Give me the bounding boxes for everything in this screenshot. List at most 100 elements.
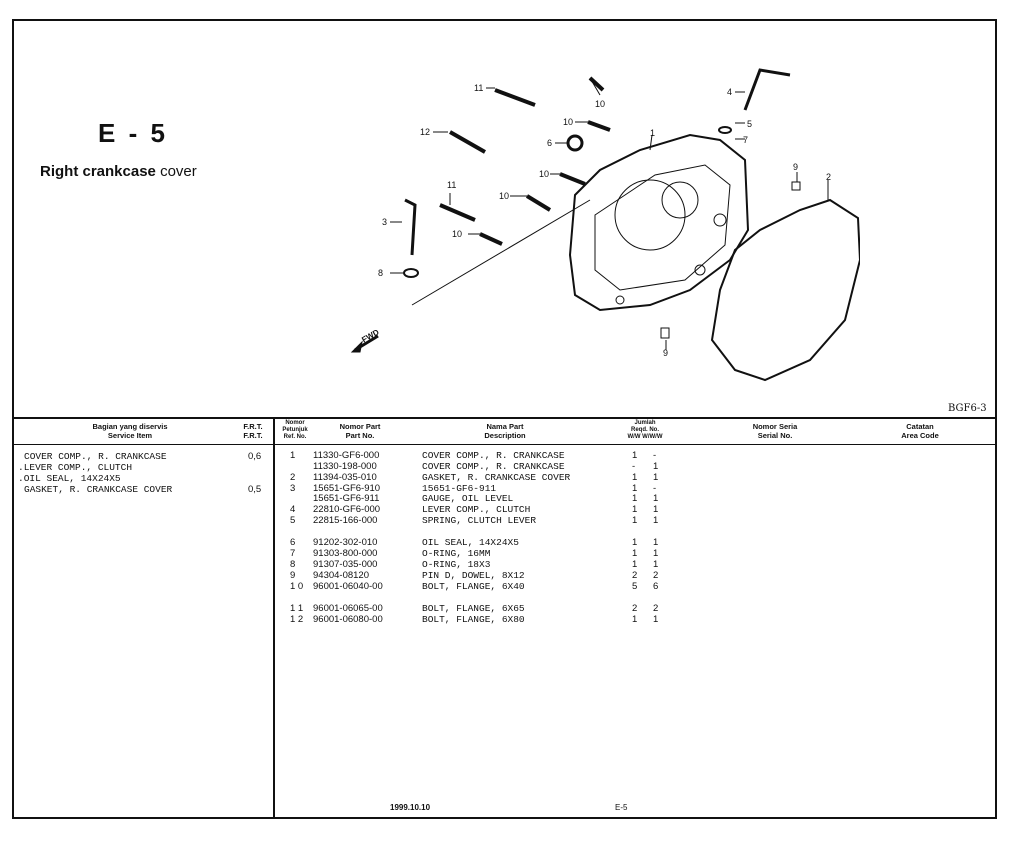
section-title-bold: Right crankcase [40, 163, 156, 180]
part-description: BOLT, FLANGE, 6X40 [422, 581, 525, 592]
service-item: GASKET, R. CRANKCASE COVER [24, 484, 173, 495]
part-ref: 1 [290, 450, 296, 461]
qty-b: 1 [653, 515, 659, 526]
part-number: 22815-166-000 [313, 515, 378, 526]
part-description: GAUGE, OIL LEVEL [422, 493, 514, 504]
callout: 9 [663, 348, 668, 358]
qty-a: 1 [632, 472, 638, 483]
callout: 8 [378, 268, 383, 278]
service-item: .LEVER COMP., CLUTCH [18, 462, 133, 473]
qty-b: 2 [653, 603, 659, 614]
part-ref: 2 [290, 472, 296, 483]
qty-b: 2 [653, 570, 659, 581]
qty-b: 1 [653, 548, 659, 559]
qty-b: 1 [653, 614, 659, 625]
section-title-rest: cover [160, 163, 197, 180]
part-number: 96001-06080-00 [313, 614, 383, 625]
part-number: 22810-GF6-000 [313, 504, 381, 515]
footer-page: E-5 [615, 803, 628, 812]
crankcase-cover-outline [568, 133, 750, 312]
gasket-outline [710, 198, 860, 382]
callout: 9 [793, 162, 798, 172]
callout: 2 [826, 172, 831, 182]
callout: 10 [539, 169, 549, 179]
part-description: SPRING, CLUTCH LEVER [422, 515, 537, 526]
part-description: O-RING, 16MM [422, 548, 491, 559]
qty-a: 1 [632, 559, 638, 570]
qty-a: 5 [632, 581, 638, 592]
callout: 10 [499, 191, 509, 201]
callout: 3 [382, 217, 387, 227]
part-description: LEVER COMP., CLUTCH [422, 504, 531, 515]
part-number: 94304-08120 [313, 570, 369, 581]
callout: 11 [474, 83, 483, 93]
qty-a: 1 [632, 515, 638, 526]
footer-date: 1999.10.10 [390, 803, 431, 812]
qty-b: - [653, 483, 657, 494]
part-ref: 8 [290, 559, 296, 570]
callout: 6 [547, 138, 552, 148]
part-description: GASKET, R. CRANKCASE COVER [422, 472, 571, 483]
part-ref: 9 [290, 570, 296, 581]
qty-a: 1 [632, 483, 638, 494]
service-item: .OIL SEAL, 14X24X5 [18, 473, 121, 484]
qty-b: 1 [653, 493, 659, 504]
part-ref: 1 1 [290, 603, 304, 614]
service-frt: 0,6 [248, 451, 262, 462]
part-ref: 5 [290, 515, 296, 526]
callout: 10 [595, 99, 605, 109]
part-number: 11330-198-000 [313, 461, 377, 472]
part-description: OIL SEAL, 14X24X5 [422, 537, 519, 548]
part-number: 11394-035-010 [313, 472, 377, 483]
qty-a: 1 [632, 450, 638, 461]
service-item: COVER COMP., R. CRANKCASE [24, 451, 167, 462]
part-number: 96001-06040-00 [313, 581, 383, 592]
page-frame [12, 19, 997, 819]
drawing-ref: BGF6-3 [948, 403, 987, 414]
qty-a: - [632, 461, 636, 472]
part-description: BOLT, FLANGE, 6X65 [422, 603, 525, 614]
part-ref: 4 [290, 504, 296, 515]
qty-a: 1 [632, 614, 638, 625]
qty-b: 1 [653, 472, 659, 483]
callout: 10 [452, 229, 462, 239]
part-ref: 1 2 [290, 614, 304, 625]
part-description: O-RING, 18X3 [422, 559, 491, 570]
callout: 1 [650, 128, 655, 138]
qty-a: 1 [632, 548, 638, 559]
part-number: 15651-GF6-911 [313, 493, 380, 504]
part-number: 15651-GF6-910 [313, 483, 381, 494]
table-header-rule [14, 444, 995, 445]
callout: 11 [447, 180, 456, 190]
part-ref: 7 [290, 548, 296, 559]
qty-a: 1 [632, 504, 638, 515]
part-description: COVER COMP., R. CRANKCASE [422, 450, 565, 461]
part-ref: 6 [290, 537, 296, 548]
part-number: 91307-035-000 [313, 559, 378, 570]
callout: 10 [563, 117, 573, 127]
callout: 4 [727, 87, 732, 97]
part-description: 15651-GF6-911 [422, 483, 497, 494]
hdr-frt: F.R.T.F.R.T. [243, 422, 263, 440]
qty-b: 1 [653, 461, 659, 472]
part-number: 91303-800-000 [313, 548, 378, 559]
qty-a: 1 [632, 493, 638, 504]
table-top-rule [14, 417, 995, 419]
qty-b: - [653, 450, 657, 461]
section-title: Right crankcase cover [40, 163, 197, 180]
part-ref: 3 [290, 483, 296, 494]
part-number: 96001-06065-00 [313, 603, 383, 614]
part-number: 11330-GF6-000 [313, 450, 380, 461]
section-code: E - 5 [98, 118, 168, 148]
part-description: BOLT, FLANGE, 6X80 [422, 614, 525, 625]
qty-b: 6 [653, 581, 659, 592]
qty-b: 1 [653, 504, 659, 515]
qty-b: 1 [653, 537, 659, 548]
callout: 5 [747, 119, 752, 129]
